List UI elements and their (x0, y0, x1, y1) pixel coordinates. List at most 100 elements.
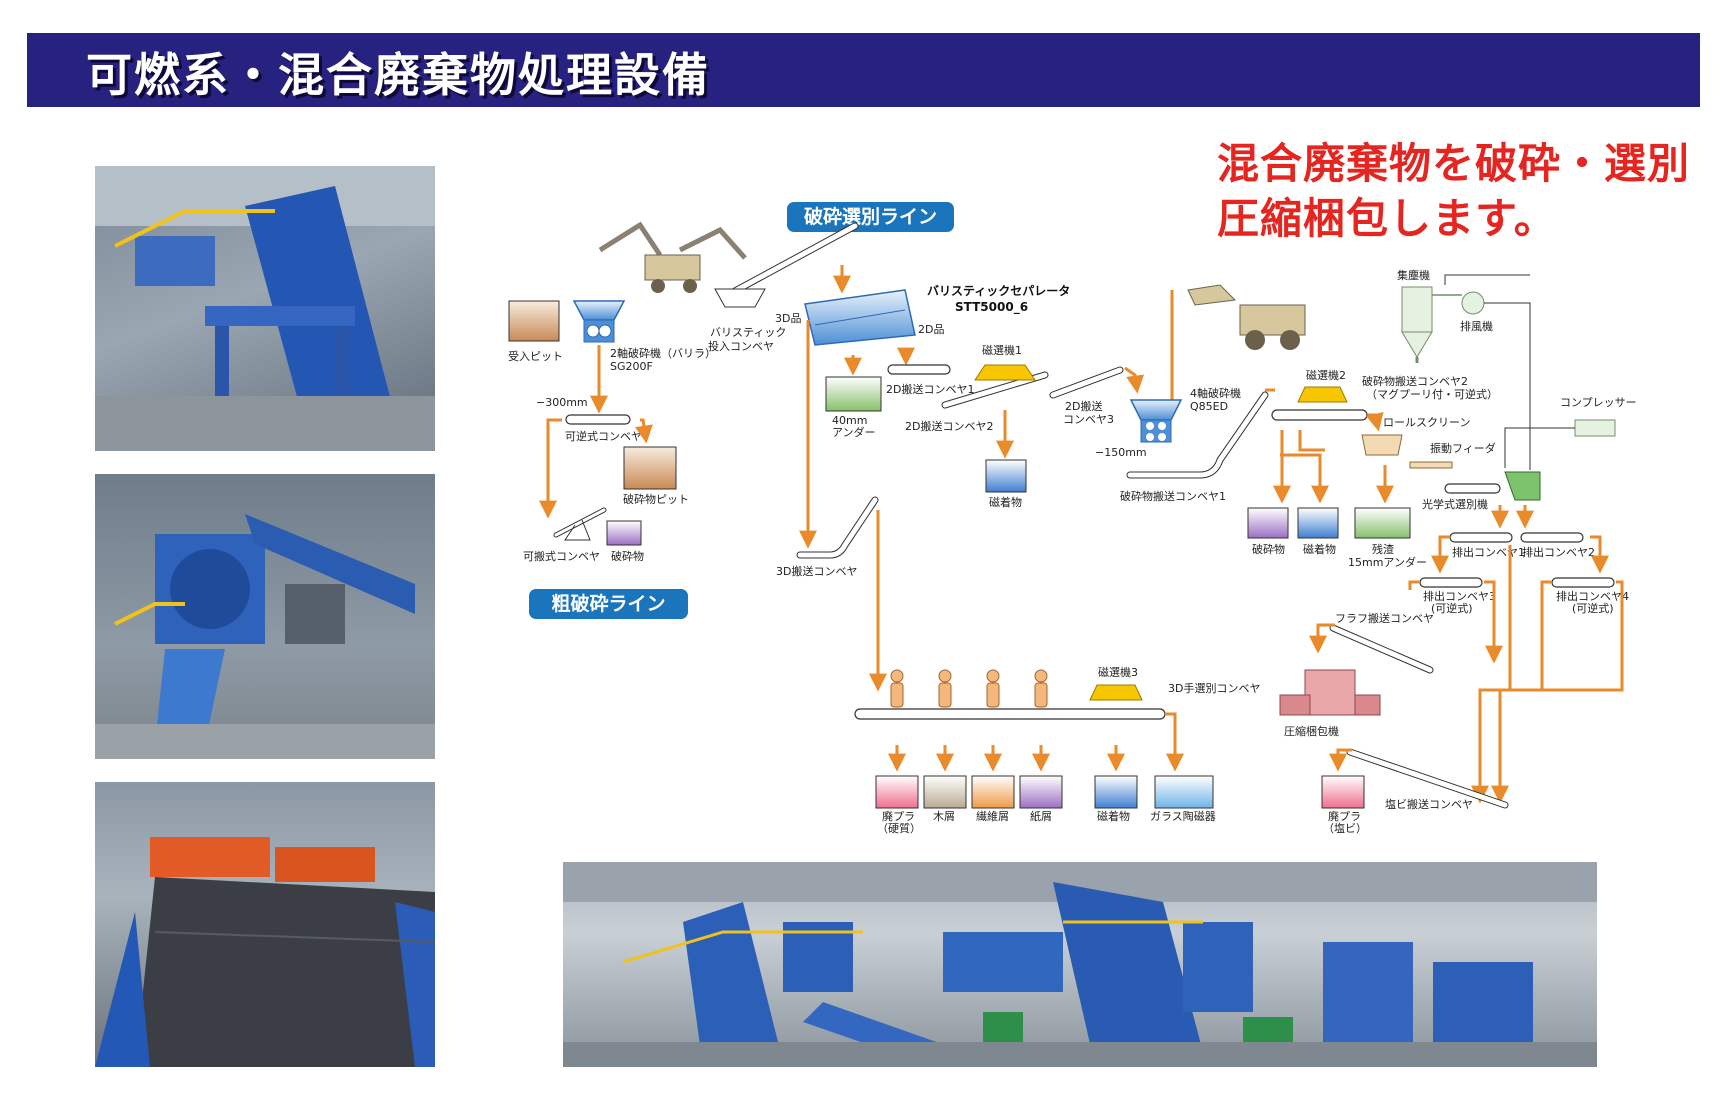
photo-separator (95, 474, 435, 759)
grapple-loader (598, 221, 747, 293)
blower-fan-icon (1461, 291, 1485, 315)
item-3d-label: 3D品 (775, 312, 801, 325)
discharge-conveyor-2-label: 排出コンベヤ2 (1522, 545, 1595, 559)
pvc-plastic-label-1: 廃プラ (1328, 809, 1361, 823)
discharge-conveyor-1-label: 排出コンベヤ1 (1452, 545, 1525, 559)
pvc-conveyor-label: 塩ビ搬送コンベヤ (1385, 797, 1473, 811)
reversible-conveyor-label: 可逆式コンベヤ (565, 429, 642, 443)
crushed-conveyor-2-label-2: （マグプーリ付・可逆式） (1366, 387, 1498, 401)
pvc-plastic-bin (1321, 775, 1365, 809)
discharge-conveyor-4-label-1: 排出コンベヤ4 (1556, 589, 1629, 603)
magnet-3 (1089, 684, 1143, 701)
shredder-name-label: 2軸破砕機（バリラ） (610, 346, 716, 360)
crushed-conveyor-2-label-1: 破砕物搬送コンベヤ2 (1362, 374, 1468, 388)
hand-sorter-workers (890, 669, 1048, 708)
crushed-material-label-2: 破砕物 (1252, 542, 1285, 556)
under-40mm-bin (825, 376, 882, 412)
blower-label: 排風機 (1460, 319, 1493, 333)
crushed-material-bin-2 (1247, 507, 1289, 539)
residue-label-1: 残渣 (1372, 542, 1394, 556)
optical-sorter-label: 光学式選別機 (1422, 497, 1488, 511)
vibrating-feeder-label: 振動フィーダ (1430, 441, 1496, 455)
discharge-conveyor-3-label-2: (可逆式) (1431, 601, 1473, 615)
page-title: 可燃系・混合廃棄物処理設備 (86, 48, 710, 102)
under-40mm-label-1: 40mm (832, 414, 867, 427)
size-300-label: −300mm (536, 396, 588, 409)
glass-ceramic-bin (1154, 775, 1214, 809)
crushed-conveyor-1-label: 破砕物搬送コンベヤ1 (1120, 489, 1226, 503)
crushed-conveyor-2 (1271, 409, 1368, 421)
conveyor-2d-1 (887, 364, 951, 375)
crushed-material-label-1: 破砕物 (611, 549, 644, 563)
dust-collector (1401, 286, 1433, 363)
four-shaft-label-1: 4軸破砕機 (1190, 386, 1241, 400)
magnetic-bin-1 (985, 459, 1027, 493)
under-40mm-label-2: アンダー (832, 425, 876, 439)
header-bar (27, 33, 1700, 107)
conveyor-2d-3-label-1: 2D搬送 (1065, 399, 1102, 413)
shredder-model-label: SG200F (610, 360, 653, 373)
crushed-pit (623, 446, 677, 490)
conveyor-2d-3-label-2: コンベヤ3 (1063, 413, 1114, 426)
conveyor-2d-2-label: 2D搬送コンベヤ2 (905, 419, 993, 433)
twin-shaft-shredder (572, 300, 626, 343)
coarse-crushing-line-label: 粗破砕ライン (529, 589, 688, 619)
hand-sort-3d-conveyor (854, 708, 1166, 720)
fluff-conveyor-label: フラフ搬送コンベヤ (1335, 611, 1434, 625)
ballistic-separator-title: バリスティックセパレータ (927, 284, 1070, 298)
discharge-conveyor-4 (1551, 577, 1615, 588)
magnet-1 (974, 364, 1036, 381)
compressor (1574, 419, 1616, 437)
wheel-loader (1187, 284, 1306, 350)
discharge-conveyor-3 (1419, 577, 1483, 588)
residue-label-2: 15mmアンダー (1348, 555, 1427, 569)
conveyor-3d-label: 3D搬送コンベヤ (776, 564, 857, 578)
vibrating-feeder (1409, 461, 1453, 469)
tagline-line-1: 混合廃棄物を破砕・選別 (1217, 139, 1691, 188)
fiber-label: 繊維屑 (976, 810, 1009, 823)
glass-ceramic-label: ガラス陶磁器 (1150, 809, 1216, 823)
roll-screen (1361, 434, 1403, 456)
magnetic-label-3: 磁着物 (1097, 809, 1130, 823)
movable-conveyor-label: 可搬式コンベヤ (523, 549, 600, 563)
hand-sort-3d-label: 3D手選別コンベヤ (1168, 681, 1260, 695)
magnet-2-label: 磁選機2 (1306, 368, 1346, 382)
crushed-material-bin-1 (606, 520, 642, 546)
ballistic-separator-model: STT5000_6 (955, 300, 1028, 315)
photo-optical-sorter (95, 782, 435, 1067)
magnetic-bin-2 (1297, 507, 1339, 539)
receiving-pit-label: 受入ピット (508, 350, 563, 363)
baler-label: 圧縮梱包機 (1284, 724, 1339, 738)
compressor-label: コンプレッサー (1560, 396, 1637, 409)
paper-bin (1019, 775, 1063, 809)
receiving-pit (508, 300, 560, 342)
paper-label: 紙屑 (1030, 809, 1052, 823)
hard-plastic-label-2: （硬質） (877, 821, 921, 835)
magnetic-label-2: 磁着物 (1303, 542, 1336, 556)
optical-sorter-conveyor (1444, 483, 1501, 494)
pvc-plastic-label-2: （塩ビ） (1323, 821, 1367, 835)
fiber-bin (971, 775, 1015, 809)
ballistic-feed-label-2: 投入コンベヤ (708, 339, 774, 353)
size-150-label: −150mm (1095, 446, 1147, 459)
ballistic-separator (804, 289, 916, 346)
discharge-conveyor-2 (1520, 532, 1584, 543)
discharge-conveyor-1 (1449, 532, 1513, 543)
roll-screen-label: ロールスクリーン (1383, 416, 1470, 429)
crushed-pit-label: 破砕物ピット (623, 492, 689, 506)
photo-conveyor-line (95, 166, 435, 451)
wood-bin (923, 775, 967, 809)
four-shaft-label-2: Q85ED (1190, 400, 1228, 413)
magnet-1-label: 磁選機1 (982, 343, 1022, 357)
item-2d-label-1: 2D品 (918, 323, 944, 336)
magnetic-bin-3 (1094, 775, 1138, 809)
crushing-sorting-line-label: 破砕選別ライン (787, 202, 954, 232)
reversible-conveyor (565, 414, 631, 425)
magnetic-label-1: 磁着物 (989, 495, 1022, 509)
dust-collector-label: 集塵機 (1397, 268, 1430, 282)
magnet-3-label: 磁選機3 (1098, 665, 1138, 679)
wood-label: 木屑 (933, 810, 955, 823)
compression-baler (1279, 669, 1381, 716)
four-shaft-shredder (1129, 399, 1183, 443)
